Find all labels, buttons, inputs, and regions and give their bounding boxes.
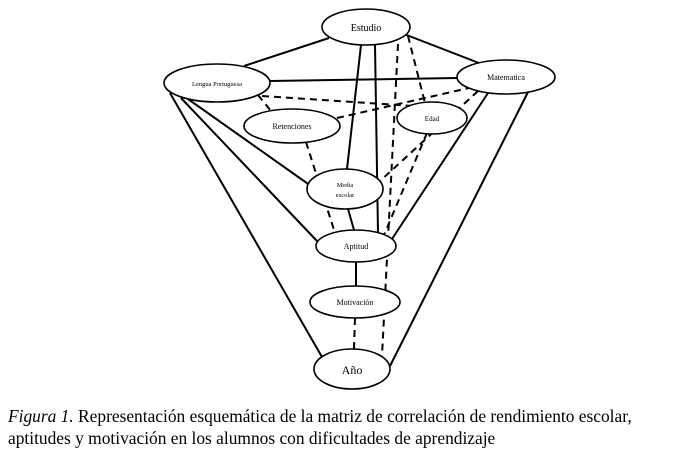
edge-retenciones-matematica bbox=[336, 87, 470, 119]
edge-matematica-media bbox=[378, 90, 479, 183]
node-lengua-portuguesa-label: Lengua Portuguesa bbox=[192, 81, 242, 88]
edge-edad-aptitud bbox=[383, 132, 428, 236]
edge-estudio-matematica bbox=[403, 33, 480, 64]
node-retenciones-label: Retenciones bbox=[272, 122, 311, 131]
node-ano: Año bbox=[313, 348, 391, 390]
node-estudio: Estudio bbox=[321, 8, 411, 46]
edge-matematica-aptitud bbox=[391, 92, 489, 240]
figure-caption: Figura 1. Representación esquemática de … bbox=[8, 405, 694, 449]
diagram-nodes: Estudio Lengua Portuguesa Matematica Ret… bbox=[163, 8, 556, 390]
node-ano-label: Año bbox=[342, 363, 363, 377]
node-aptitud: Aptitud bbox=[315, 229, 397, 263]
node-retenciones: Retenciones bbox=[243, 108, 341, 144]
edge-lengua-aptitud bbox=[180, 97, 318, 242]
edge-lengua-matematica bbox=[269, 77, 458, 82]
edge-lengua-edad bbox=[261, 95, 414, 107]
edge-estudio-ano bbox=[381, 43, 399, 357]
edge-matematica-ano bbox=[389, 91, 529, 367]
edge-lengua-ano bbox=[169, 92, 323, 358]
node-media-escolar-label-2: escolar bbox=[336, 192, 355, 199]
node-aptitud-label: Aptitud bbox=[344, 242, 368, 251]
node-estudio-label: Estudio bbox=[351, 23, 382, 34]
edge-estudio-edad bbox=[407, 35, 426, 104]
edge-estudio-lengua bbox=[243, 37, 330, 67]
edge-retenciones-aptitud bbox=[305, 141, 336, 234]
node-edad-label: Edad bbox=[425, 115, 440, 123]
node-media-escolar-label-1: Media bbox=[337, 182, 354, 189]
node-lengua-portuguesa: Lengua Portuguesa bbox=[163, 63, 271, 103]
edge-motivacion-ano bbox=[353, 317, 356, 350]
figure-caption-label: Figura 1. bbox=[8, 406, 74, 426]
edge-lengua-media bbox=[187, 98, 312, 187]
correlation-diagram: Estudio Lengua Portuguesa Matematica Ret… bbox=[163, 8, 556, 390]
diagram-edges bbox=[169, 33, 529, 367]
node-edad: Edad bbox=[396, 101, 468, 135]
node-motivacion: Motivación bbox=[309, 285, 401, 319]
edge-estudio-media bbox=[346, 44, 362, 170]
edge-estudio-aptitud bbox=[374, 44, 379, 234]
node-motivacion-label: Motivación bbox=[337, 298, 374, 307]
node-matematica-label: Matematica bbox=[487, 73, 525, 82]
node-matematica: Matematica bbox=[456, 59, 556, 95]
edge-lengua-retenciones bbox=[257, 94, 272, 112]
edge-media-aptitud bbox=[347, 208, 355, 231]
node-media-escolar: Media escolar bbox=[306, 168, 384, 210]
figure-caption-text: Representación esquemática de la matriz … bbox=[8, 406, 632, 448]
